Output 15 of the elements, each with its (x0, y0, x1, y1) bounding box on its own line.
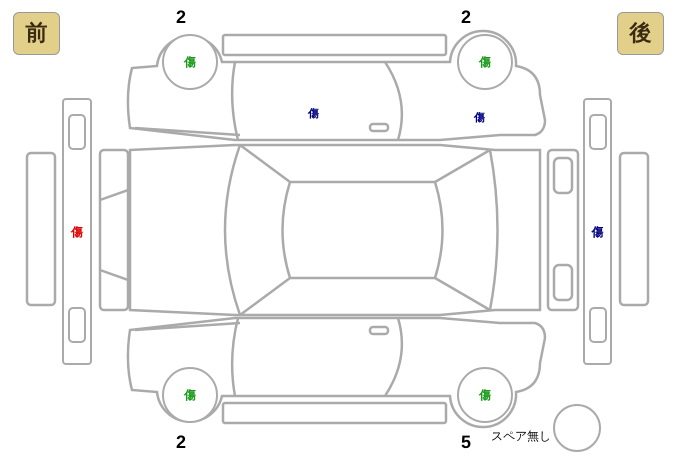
damage-mark: 傷 (184, 389, 196, 401)
damage-mark: 傷 (308, 108, 319, 119)
damage-mark: 傷 (474, 112, 485, 123)
count-number: 5 (461, 433, 472, 451)
note-text: スペア無し (491, 430, 551, 442)
damage-mark: 傷 (71, 226, 83, 238)
damage-mark: 傷 (479, 389, 491, 401)
count-number: 2 (176, 433, 186, 451)
damage-mark: 傷 (479, 56, 491, 68)
damage-mark: 傷 (184, 56, 196, 68)
count-number: 2 (176, 8, 186, 26)
count-number: 2 (461, 8, 472, 26)
direction-label: 後 (630, 22, 652, 44)
direction-label: 前 (26, 22, 48, 44)
damage-mark: 傷 (592, 226, 604, 238)
